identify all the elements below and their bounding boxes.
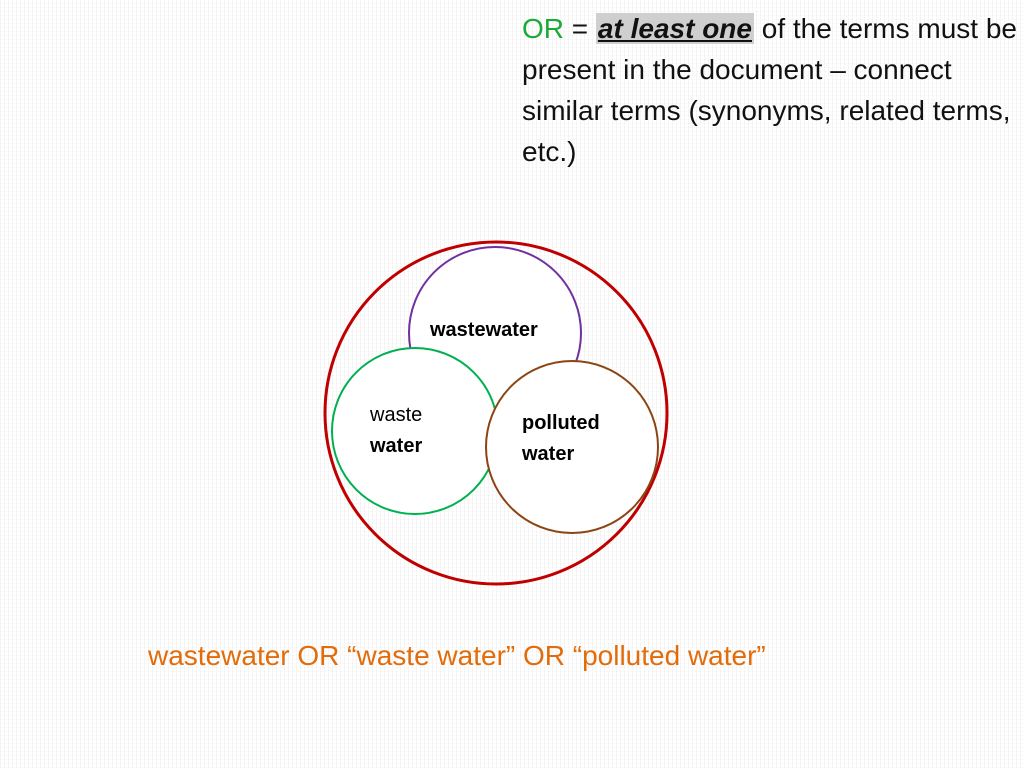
equals-sign: = [564,13,596,44]
polluted-label: polluted [522,412,600,434]
or-definition: OR = at least one of the terms must be p… [522,8,1017,172]
water-label-brown: water [521,443,574,465]
water-label-green: water [369,435,422,457]
at-least-one-emphasis: at least one [595,13,754,44]
waste-water-circle [331,347,499,515]
polluted-water-circle [485,360,659,534]
definition-rest: of the terms must be present in the docu… [522,13,1017,167]
or-keyword: OR [522,13,564,44]
wastewater-label: wastewater [429,319,538,341]
waste-label: waste [369,404,422,426]
outer-circle [323,240,669,586]
boolean-query: wastewater OR “waste water” OR “polluted… [148,640,766,671]
